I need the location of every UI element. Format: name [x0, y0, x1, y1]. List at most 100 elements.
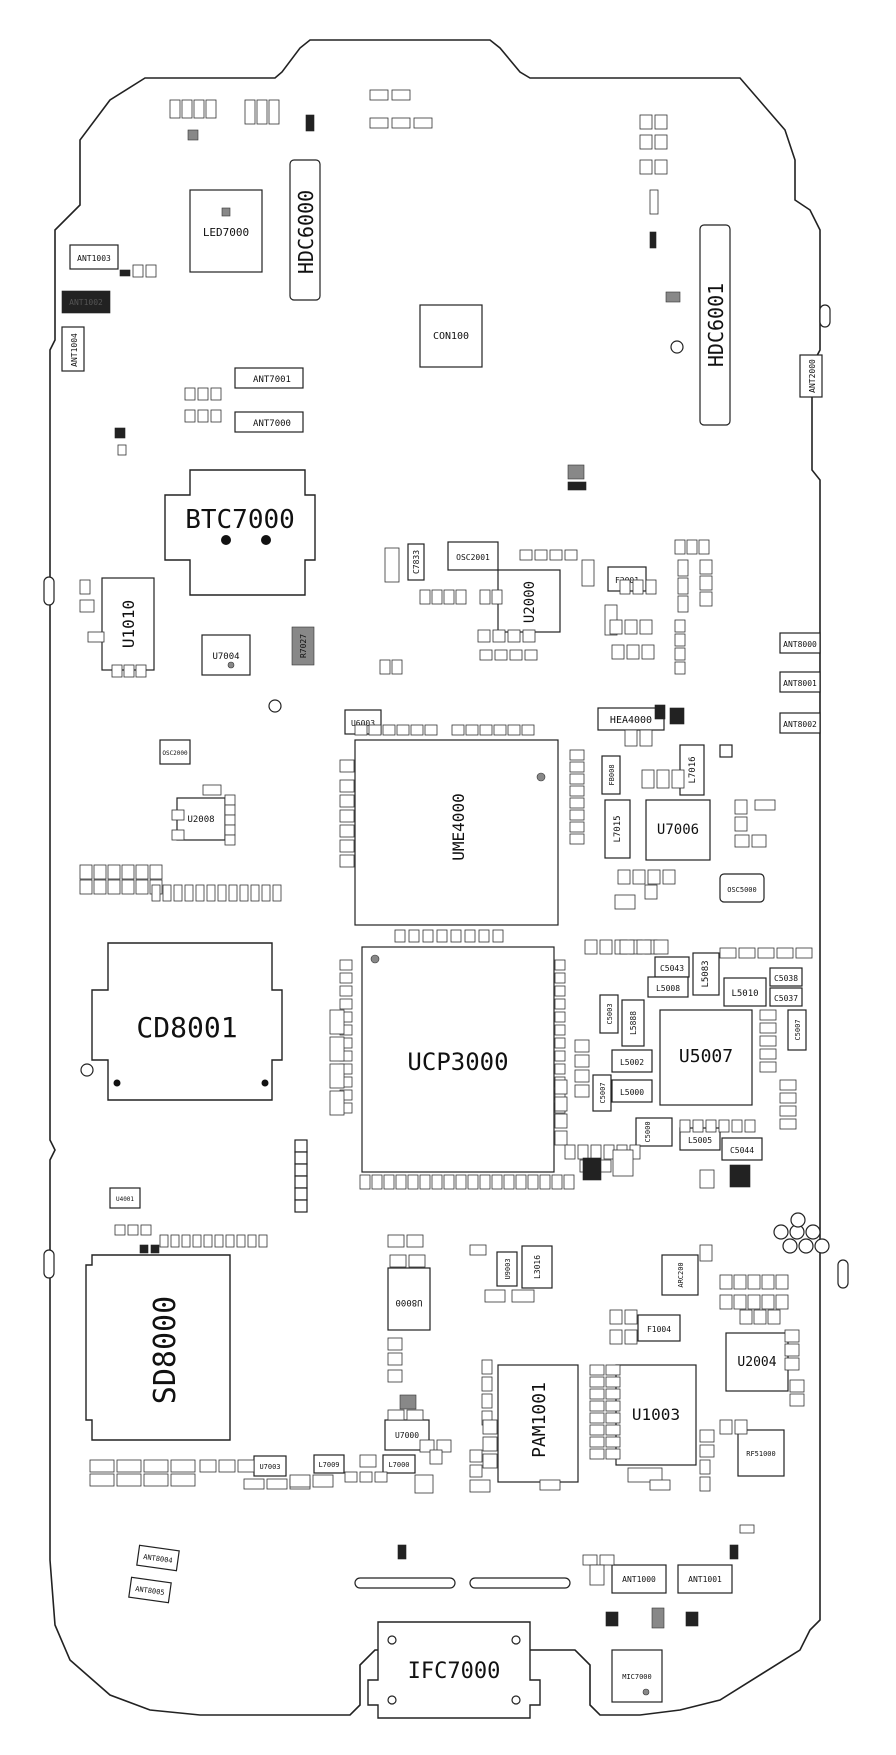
u7006	[645, 799, 711, 861]
label-u4001: U4001	[116, 1196, 134, 1203]
passive-component	[294, 1139, 308, 1153]
passive-component	[184, 387, 196, 401]
ifc7000-hole	[387, 1635, 397, 1645]
test-pad	[798, 1238, 814, 1254]
passive-component	[203, 1234, 213, 1248]
passive-component	[761, 1274, 775, 1290]
passive-component	[339, 824, 355, 838]
passive-component	[677, 595, 689, 613]
label-ant1002: ANT1002	[69, 298, 103, 307]
passive-component	[549, 549, 563, 561]
mount-hole	[670, 340, 684, 354]
passive-component	[107, 864, 121, 880]
passive-component	[111, 664, 123, 678]
cd8001-pin	[261, 1079, 269, 1087]
passive-component	[564, 549, 578, 561]
passive-component	[524, 649, 538, 661]
passive-component	[605, 1400, 621, 1412]
passive-component	[582, 1157, 602, 1181]
passive-component	[236, 1234, 246, 1248]
passive-component	[305, 114, 315, 132]
c7833	[407, 543, 425, 581]
passive-component	[577, 1144, 589, 1160]
u2004	[725, 1332, 789, 1392]
passive-component	[665, 291, 681, 303]
passive-component	[551, 1174, 563, 1190]
label-u5007: U5007	[679, 1046, 733, 1067]
passive-component	[639, 134, 653, 150]
passive-component	[151, 884, 161, 902]
passive-component	[719, 947, 737, 959]
passive-component	[135, 879, 149, 895]
passive-component	[478, 929, 490, 943]
passive-component	[114, 427, 126, 439]
passive-component	[89, 1473, 115, 1487]
passive-component	[261, 884, 271, 902]
u1003	[615, 1364, 697, 1466]
passive-component	[205, 99, 217, 119]
passive-component	[247, 1234, 257, 1248]
passive-component	[789, 1379, 805, 1393]
passive-component	[641, 769, 655, 789]
passive-component	[408, 929, 420, 943]
passive-component	[554, 1079, 568, 1095]
passive-component	[135, 664, 147, 678]
passive-component	[195, 884, 205, 902]
passive-component	[614, 894, 636, 910]
passive-component	[729, 1544, 739, 1560]
passive-component	[589, 1424, 605, 1436]
passive-component	[779, 1118, 797, 1130]
passive-component	[733, 1294, 747, 1310]
ant8000	[779, 632, 821, 654]
passive-component	[605, 1364, 621, 1376]
passive-component	[589, 1364, 605, 1376]
passive-component	[93, 879, 107, 895]
passive-component	[121, 864, 135, 880]
r7027	[291, 626, 315, 666]
passive-component	[171, 809, 185, 821]
passive-component	[224, 824, 236, 836]
passive-component	[515, 1174, 527, 1190]
passive-component	[339, 959, 353, 971]
passive-component	[649, 189, 659, 215]
passive-component	[569, 821, 585, 833]
passive-component	[184, 409, 196, 423]
passive-component	[469, 1449, 483, 1463]
passive-component	[469, 1464, 483, 1478]
passive-component	[482, 1419, 498, 1435]
u8000	[387, 1267, 431, 1331]
passive-component	[339, 998, 353, 1010]
passive-component	[751, 834, 767, 848]
passive-component	[581, 559, 595, 587]
passive-component	[127, 1224, 139, 1236]
passive-component	[399, 1394, 417, 1410]
slot-left-bottom	[43, 1249, 55, 1279]
test-pad	[805, 1224, 821, 1240]
passive-component	[789, 1393, 805, 1407]
label-u7006: U7006	[657, 822, 699, 838]
passive-component	[199, 1459, 217, 1473]
passive-component	[511, 1289, 535, 1303]
passive-component	[206, 884, 216, 902]
label-l7016: L7016	[688, 756, 698, 783]
passive-component	[406, 1234, 424, 1248]
passive-component	[699, 1476, 711, 1492]
passive-component	[795, 947, 813, 959]
passive-component	[391, 659, 403, 675]
passive-component	[218, 1459, 236, 1473]
passive-component	[731, 1119, 743, 1133]
led7000-pad	[221, 207, 231, 217]
label-l5000: L5000	[620, 1088, 644, 1097]
passive-component	[784, 1343, 800, 1357]
label-u2000: U2000	[522, 581, 538, 623]
passive-component	[677, 577, 689, 595]
passive-component	[685, 1611, 699, 1627]
label-l5888: L5888	[629, 1011, 638, 1035]
label-l5002: L5002	[620, 1058, 644, 1067]
passive-component	[569, 761, 585, 773]
passive-component	[451, 724, 465, 736]
passive-component	[391, 89, 411, 101]
passive-component	[173, 884, 183, 902]
passive-component	[479, 724, 493, 736]
passive-component	[574, 1084, 590, 1098]
